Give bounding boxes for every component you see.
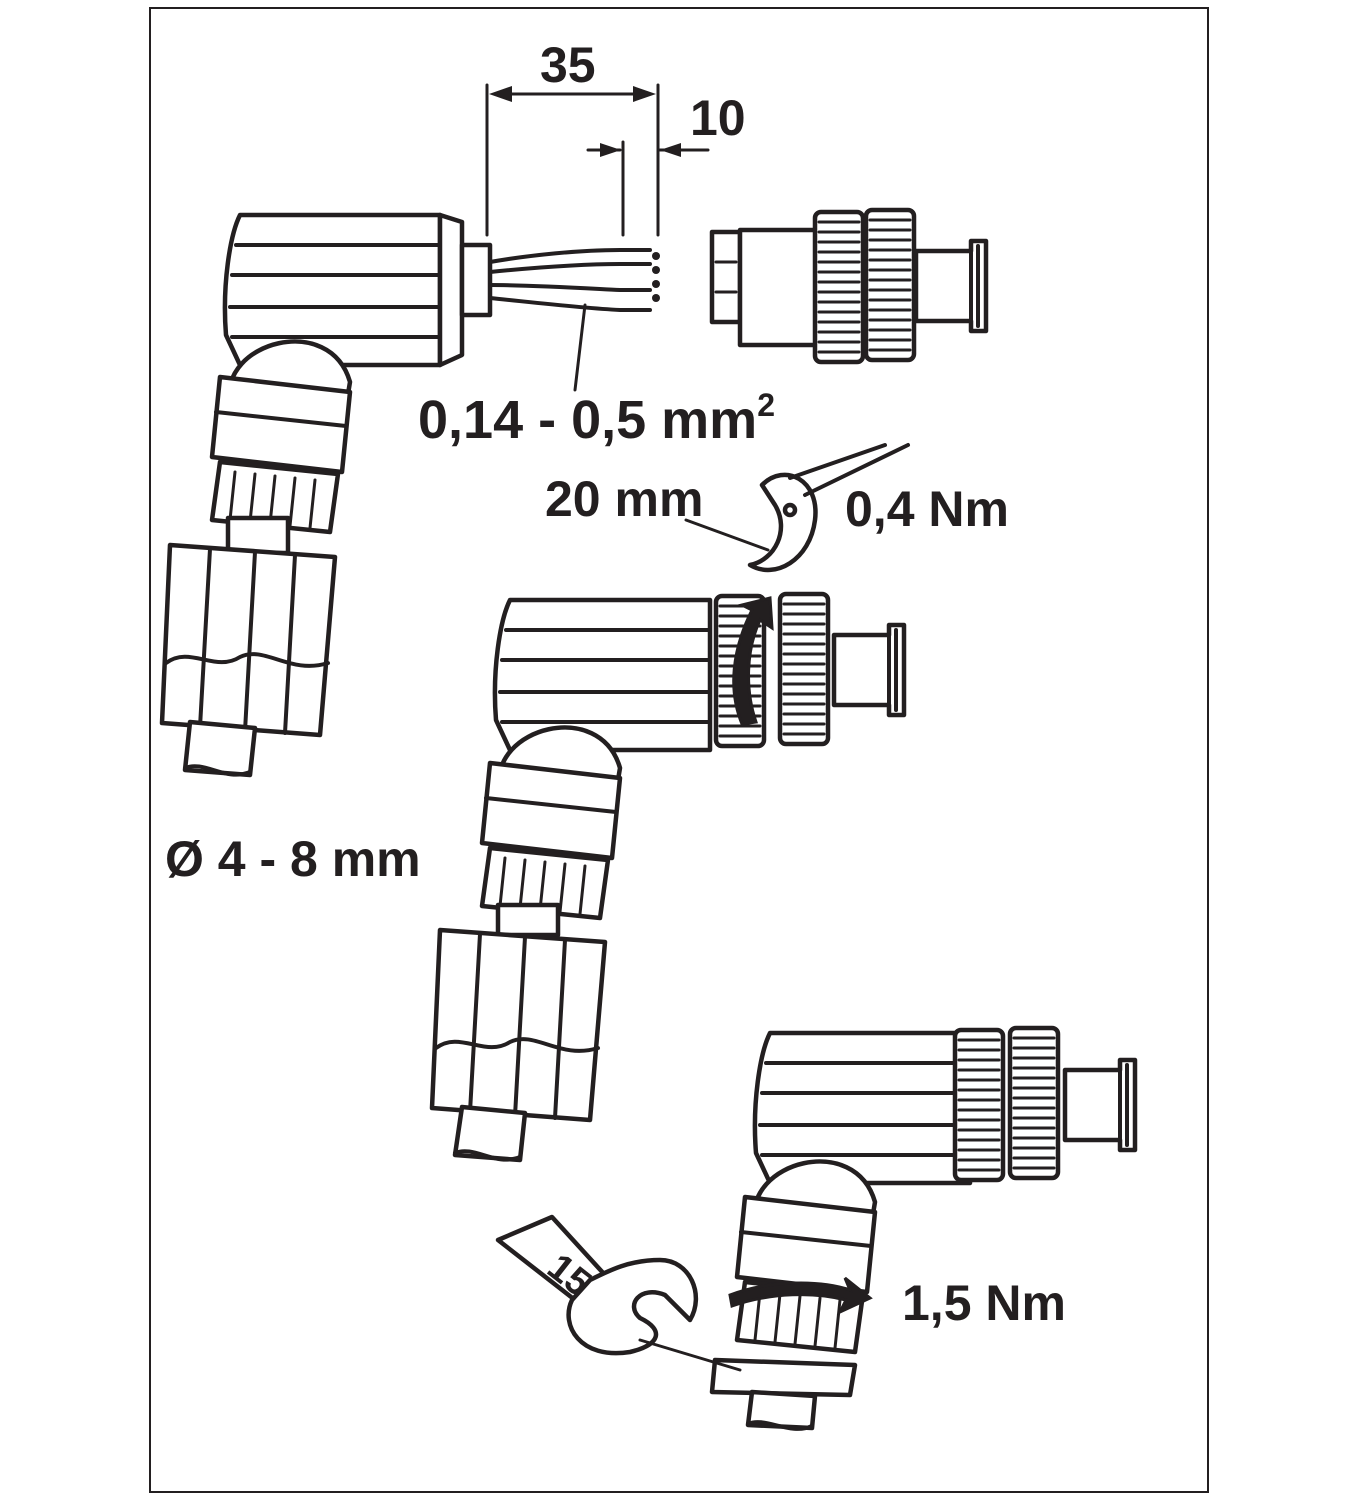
label-strip-length: 35 [540,37,596,93]
stripped-wires [488,248,660,392]
dimension-lines [485,83,710,237]
connector-step3 [709,1028,1135,1431]
label-screw-torque: 0,4 Nm [845,481,1009,537]
diagram-frame [149,7,1209,1493]
label-wire-strip: 10 [690,90,746,146]
label-nut-torque: 1,5 Nm [902,1275,1066,1331]
label-cable-diameter: Ø 4 - 8 mm [165,831,421,887]
connector-step1 [162,212,493,778]
labels: 35 10 0,14 - 0,5 mm2 20 mm 0,4 Nm Ø 4 - … [165,37,1066,1331]
label-wire-cross-section: 0,14 - 0,5 mm2 [418,387,775,450]
plug-insert [709,210,986,362]
wrench [495,1214,742,1372]
label-screwdriver-width: 20 mm [545,471,703,527]
screwdriver [684,443,910,573]
connector-step2 [432,594,904,1163]
